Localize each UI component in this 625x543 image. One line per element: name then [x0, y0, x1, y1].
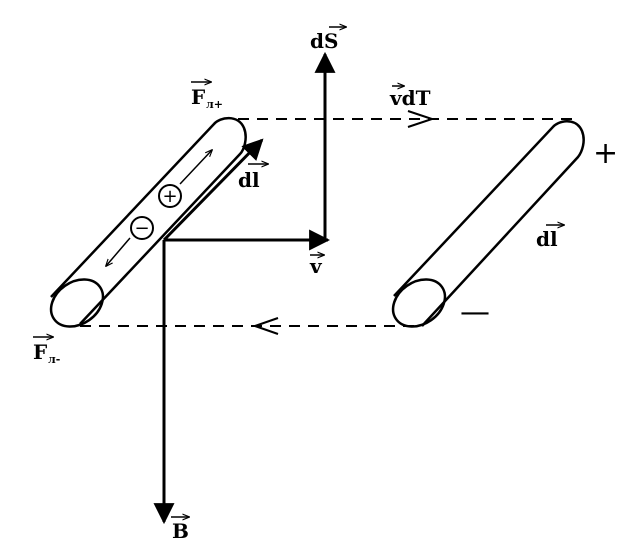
svg-text:F: F	[191, 85, 205, 109]
svg-text:dl: dl	[536, 227, 558, 251]
label-vdt: vdT	[389, 86, 431, 110]
svg-text:dl: dl	[238, 168, 260, 192]
svg-text:dS: dS	[310, 29, 338, 53]
dl-vector-left	[162, 138, 264, 242]
svg-text:v: v	[309, 254, 323, 278]
left-conductor-end	[49, 278, 105, 328]
right-conductor-end	[391, 278, 447, 328]
label-v: v	[309, 254, 324, 278]
negative-charge-sign: −	[134, 218, 149, 239]
right-conductor	[391, 120, 585, 328]
label-f-minus: F л-	[33, 337, 60, 366]
svg-text:л+: л+	[206, 98, 223, 111]
label-dl-left: dl	[238, 164, 268, 192]
positive-charge-motion-arrow	[179, 150, 212, 185]
bottom-line-arrowhead	[251, 317, 279, 335]
svg-text:л-: л-	[48, 353, 60, 366]
negative-charge-motion-arrow	[106, 237, 131, 266]
label-ds: dS	[310, 27, 346, 53]
positive-charge-sign: +	[162, 186, 177, 207]
positive-charge: +	[158, 184, 182, 208]
label-b: B	[171, 517, 189, 543]
negative-charge: −	[130, 216, 154, 240]
svg-text:F: F	[33, 340, 47, 364]
svg-text:vdT: vdT	[389, 86, 431, 110]
label-dl-right: dl	[536, 225, 564, 251]
svg-text:B: B	[172, 519, 189, 543]
plus-terminal-sign: +	[593, 136, 618, 171]
label-f-plus: F л+	[191, 82, 223, 111]
minus-terminal-sign: —	[460, 295, 490, 330]
top-line-arrowhead	[407, 110, 436, 128]
